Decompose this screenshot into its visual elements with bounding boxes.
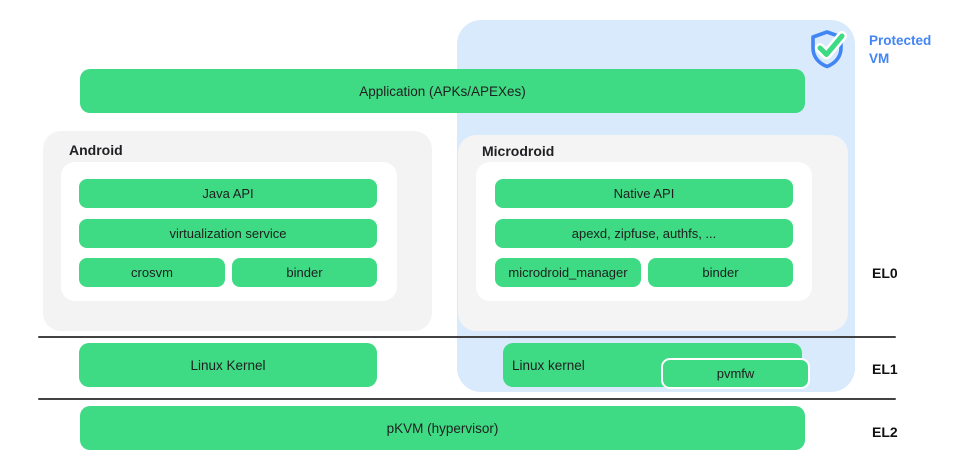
virtualization-service-bar: virtualization service: [79, 219, 377, 248]
apexd-zipfuse-authfs-bar: apexd, zipfuse, authfs, ...: [495, 219, 793, 248]
el2-label: EL2: [872, 424, 898, 440]
el0-label: EL0: [872, 265, 898, 281]
android-box: Android Java API virtualization service …: [43, 131, 432, 331]
el1-el2-divider: [38, 398, 896, 400]
pvmfw-bar: pvmfw: [661, 358, 810, 389]
microdroid-manager-bar: microdroid_manager: [495, 258, 641, 287]
shield-check-icon: [811, 30, 847, 69]
microdroid-title: Microdroid: [482, 143, 555, 159]
application-bar: Application (APKs/APEXes): [80, 69, 805, 113]
microdroid-inner-box: Native API apexd, zipfuse, authfs, ... m…: [476, 162, 812, 301]
host-linux-kernel-bar: Linux Kernel: [79, 343, 377, 387]
java-api-bar: Java API: [79, 179, 377, 208]
el1-label: EL1: [872, 361, 898, 377]
crosvm-bar: crosvm: [79, 258, 225, 287]
el0-el1-divider: [38, 336, 896, 338]
microdroid-box: Microdroid Native API apexd, zipfuse, au…: [458, 135, 848, 331]
protected-vm-label: Protected VM: [869, 33, 932, 66]
android-inner-box: Java API virtualization service crosvm b…: [61, 162, 397, 301]
android-title: Android: [69, 142, 123, 158]
native-api-bar: Native API: [495, 179, 793, 208]
microdroid-binder-bar: binder: [648, 258, 793, 287]
android-binder-bar: binder: [232, 258, 377, 287]
pkvm-hypervisor-bar: pKVM (hypervisor): [80, 406, 805, 450]
